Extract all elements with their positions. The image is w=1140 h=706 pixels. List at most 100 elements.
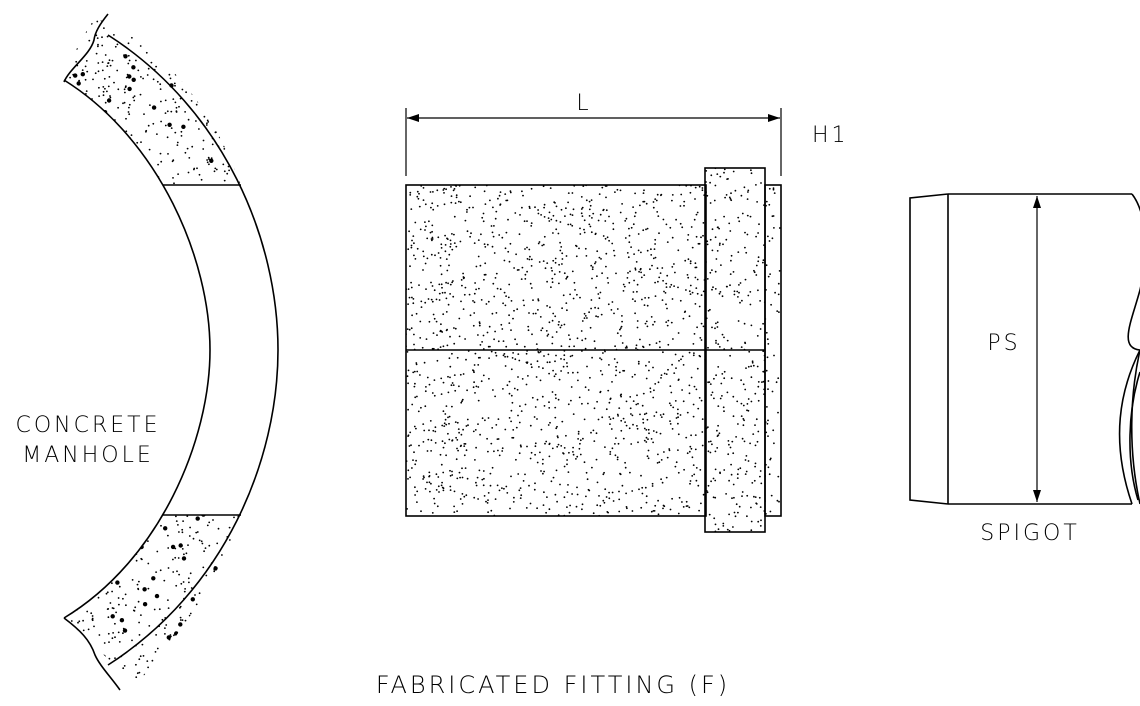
stipple-dot (734, 515, 737, 518)
stipple-dot (230, 32, 233, 34)
stipple-dot (700, 399, 703, 402)
stipple-dot (156, 668, 159, 671)
stipple-dot (430, 482, 432, 485)
stipple-dot (180, 130, 183, 133)
stipple-dot (562, 294, 565, 297)
stipple-dot (585, 495, 587, 498)
stipple-dot (132, 609, 135, 612)
stipple-dot (773, 354, 775, 357)
stipple-dot (694, 434, 697, 436)
stipple-dot (767, 343, 770, 345)
stipple-dot (230, 685, 232, 687)
stipple-dot (622, 417, 625, 420)
stipple-dot (482, 484, 485, 487)
stipple-dot (181, 528, 184, 531)
stipple-dot (144, 38, 146, 41)
stipple-dot (447, 391, 450, 394)
stipple-dot (661, 267, 664, 269)
stipple-dot (478, 324, 481, 327)
stipple-dot (116, 143, 119, 145)
stipple-dot (117, 511, 119, 513)
stipple-dot (150, 61, 153, 64)
stipple-dot (711, 269, 713, 271)
stipple-dot (117, 631, 120, 634)
stipple-dot (410, 281, 412, 284)
stipple-dot (484, 419, 486, 422)
stipple-dot (432, 191, 434, 193)
stipple-dot (542, 243, 545, 246)
stipple-dot (714, 496, 717, 499)
stipple-dot (81, 570, 83, 572)
stipple-dot (741, 495, 743, 497)
stipple-dot (570, 386, 573, 388)
stipple-dot (697, 484, 700, 487)
stipple-dot (612, 500, 615, 502)
stipple-dot (130, 141, 132, 144)
stipple-dot (717, 434, 720, 436)
stipple-dot (195, 516, 200, 521)
stipple-dot (686, 452, 689, 455)
stipple-dot (176, 141, 179, 144)
stipple-dot (777, 293, 780, 296)
stipple-dot (620, 429, 623, 432)
stipple-dot (729, 230, 732, 232)
stipple-dot (538, 241, 541, 243)
stipple-dot (564, 215, 566, 218)
stipple-dot (459, 476, 461, 479)
stipple-dot (526, 361, 529, 364)
stipple-dot (690, 226, 693, 228)
stipple-dot (438, 491, 440, 493)
stipple-dot (632, 291, 635, 293)
stipple-dot (454, 202, 457, 205)
stipple-dot (583, 461, 586, 464)
stipple-dot (517, 269, 520, 271)
stipple-dot (730, 199, 733, 202)
stipple-dot (590, 264, 593, 267)
stipple-dot (721, 373, 724, 375)
stipple-dot (88, 518, 91, 521)
stipple-dot (67, 128, 69, 131)
stipple-dot (524, 473, 526, 476)
stipple-dot (671, 194, 674, 196)
stipple-dot (753, 495, 755, 498)
stipple-dot (440, 330, 443, 333)
stipple-dot (489, 472, 492, 475)
stipple-dot (138, 658, 141, 661)
stipple-dot (542, 504, 545, 506)
stipple-dot (510, 420, 512, 423)
stipple-dot (156, 133, 158, 136)
stipple-dot (581, 339, 584, 342)
stipple-dot (491, 427, 494, 429)
stipple-dot (114, 622, 116, 625)
stipple-dot (208, 82, 211, 85)
stipple-dot (443, 422, 446, 425)
stipple-dot (707, 381, 709, 384)
stipple-dot (615, 272, 617, 275)
stipple-dot (172, 177, 174, 179)
stipple-dot (170, 23, 173, 26)
stipple-dot (198, 128, 200, 130)
stipple-dot (595, 315, 597, 318)
stipple-dot (712, 496, 715, 499)
stipple-dot (112, 632, 114, 634)
stipple-dot (622, 369, 624, 372)
stipple-dot (215, 604, 218, 607)
stipple-dot (489, 199, 491, 202)
stipple-dot (188, 614, 191, 617)
stipple-dot (172, 668, 175, 670)
stipple-dot (651, 485, 654, 487)
stipple-dot (477, 255, 480, 258)
stipple-dot (487, 499, 489, 501)
stipple-dot (668, 402, 671, 405)
stipple-dot (488, 377, 490, 380)
stipple-dot (521, 378, 524, 380)
stipple-dot (746, 403, 749, 405)
stipple-dot (220, 678, 222, 680)
stipple-dot (184, 151, 187, 154)
stipple-dot (164, 633, 166, 635)
stipple-dot (595, 458, 598, 461)
stipple-dot (196, 531, 199, 533)
stipple-dot (518, 359, 521, 362)
stipple-dot (223, 148, 226, 150)
stipple-dot (535, 343, 538, 345)
